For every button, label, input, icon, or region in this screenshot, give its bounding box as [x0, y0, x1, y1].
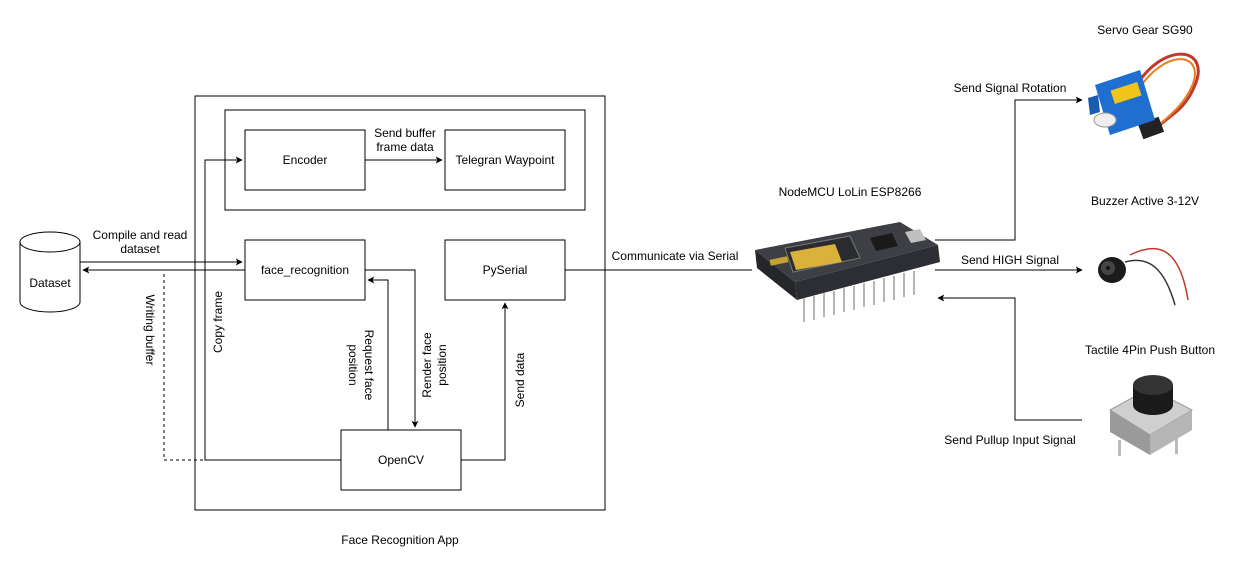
- communicate-label: Communicate via Serial: [611, 249, 739, 263]
- pyserial-label: PySerial: [482, 263, 528, 277]
- render-face-label-2: position: [435, 344, 449, 386]
- send-buffer-label-2: frame data: [376, 140, 434, 154]
- request-face-label-1: Request face: [362, 329, 376, 401]
- dataset-cylinder[interactable]: [19, 231, 81, 313]
- push-button-image: [1109, 375, 1194, 456]
- signal-rotation-label: Send Signal Rotation: [953, 81, 1067, 95]
- edge-copy-frame: [204, 156, 341, 461]
- send-buffer-label-1: Send buffer: [374, 126, 436, 140]
- encoder-box[interactable]: [244, 129, 366, 191]
- button-label: Tactile 4Pin Push Button: [1084, 343, 1216, 357]
- face-recognition-label: face_recognition: [260, 263, 350, 277]
- compile-label-2: dataset: [120, 242, 160, 256]
- high-signal-label: Send HIGH Signal: [960, 253, 1060, 267]
- pullup-signal-label: Send Pullup Input Signal: [944, 433, 1076, 447]
- edge-signal-rotation: [935, 96, 1083, 241]
- edge-send-data: [461, 302, 509, 461]
- face-recognition-app-container: [194, 95, 606, 511]
- nodemcu-board-image: [755, 222, 940, 322]
- face-recognition-box[interactable]: [244, 239, 366, 301]
- encoder-label: Encoder: [282, 153, 328, 167]
- nodemcu-label: NodeMCU LoLin ESP8266: [778, 185, 922, 199]
- buzzer-label: Buzzer Active 3-12V: [1090, 194, 1200, 208]
- writing-buffer-label: Writing buffer: [143, 294, 157, 366]
- edge-pullup-signal: [937, 294, 1082, 421]
- render-face-label-1: Render face: [420, 332, 434, 398]
- buzzer-image: [1098, 247, 1189, 306]
- opencv-label: OpenCV: [377, 453, 425, 467]
- edge-request-face: [367, 276, 389, 430]
- servo-image: [1088, 52, 1200, 140]
- send-data-label: Send data: [513, 352, 527, 408]
- dataset-label: Dataset: [29, 276, 71, 290]
- telegram-box[interactable]: [444, 129, 566, 191]
- compile-label-1: Compile and read: [92, 228, 188, 242]
- copy-frame-label: Copy frame: [211, 290, 225, 354]
- pyserial-box[interactable]: [444, 239, 566, 301]
- request-face-label-2: position: [346, 344, 360, 386]
- edge-writing-buffer: [163, 272, 341, 461]
- servo-label: Servo Gear SG90: [1097, 23, 1193, 37]
- edge-render-face: [365, 269, 419, 428]
- container-title: Face Recognition App: [341, 533, 459, 547]
- telegram-label: Telegran Waypoint: [455, 153, 555, 167]
